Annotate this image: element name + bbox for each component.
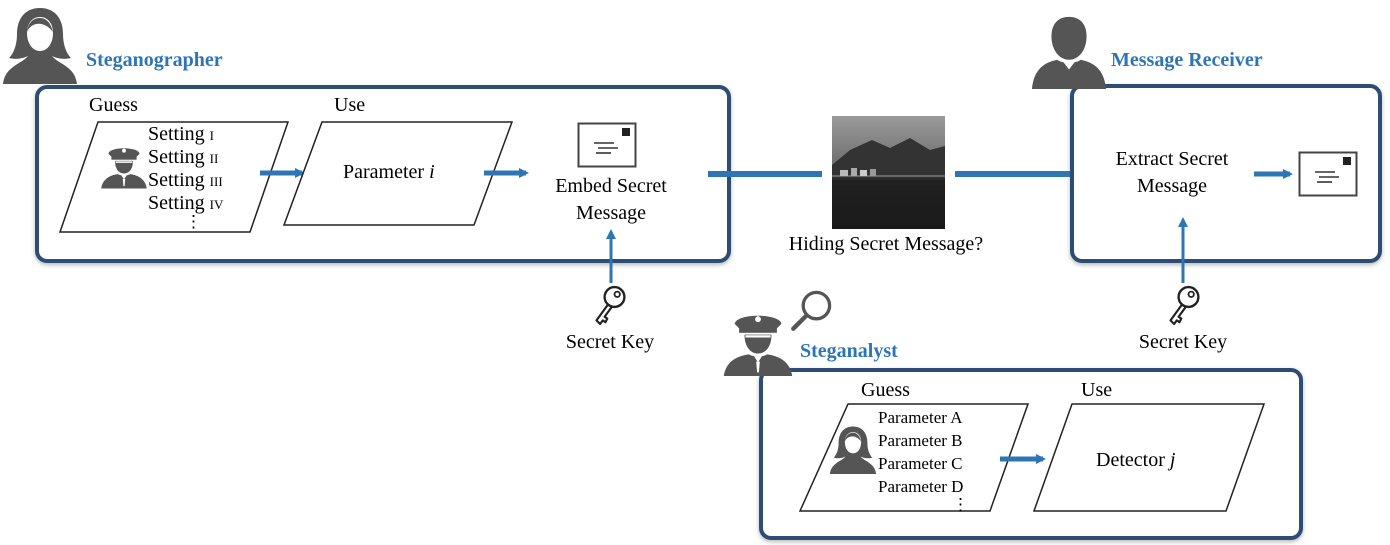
- parameter-item: Parameter A: [878, 408, 963, 427]
- use-box: [282, 121, 514, 226]
- envelope-icon: [577, 122, 637, 168]
- steganographer-panel: Steganographer Guess Setting I Setting I…: [3, 8, 731, 263]
- use-box: [1032, 403, 1266, 512]
- parameter-i-label: Parameter i: [343, 161, 435, 183]
- steganographer-avatar-icon: [3, 8, 77, 84]
- parameter-item: Parameter B: [878, 431, 963, 450]
- parameter-ellipsis: ⋮: [952, 495, 969, 514]
- parameter-item: Parameter D: [878, 477, 963, 496]
- parameter-item: Parameter C: [878, 454, 963, 473]
- extract-line2: Message: [1137, 175, 1207, 197]
- key-icon: [595, 285, 626, 326]
- steganographer-title: Steganographer: [86, 49, 223, 71]
- setting-item: Setting III: [148, 169, 223, 191]
- setting-ellipsis: ⋮: [185, 212, 202, 231]
- secret-key-left-label: Secret Key: [566, 331, 654, 353]
- envelope-icon: [1298, 151, 1358, 197]
- cover-image: [832, 116, 945, 229]
- use-label: Use: [1081, 379, 1112, 401]
- setting-item: Setting IV: [148, 192, 224, 214]
- receiver-avatar-icon: [1031, 16, 1107, 90]
- receiver-title: Message Receiver: [1111, 49, 1263, 71]
- key-icon: [1169, 285, 1200, 326]
- setting-item: Setting II: [148, 146, 218, 168]
- setting-item: Setting I: [148, 123, 214, 145]
- embed-line2: Message: [576, 202, 646, 224]
- cover-image-caption: Hiding Secret Message?: [789, 233, 984, 255]
- steganalyst-title: Steganalyst: [800, 340, 898, 362]
- guess-label: Guess: [861, 379, 910, 401]
- steganalyst-avatar-icon: [722, 314, 794, 378]
- guess-label: Guess: [89, 94, 138, 116]
- secret-key-right-label: Secret Key: [1139, 331, 1227, 353]
- extract-line1: Extract Secret: [1116, 148, 1229, 170]
- embed-line1: Embed Secret: [555, 175, 667, 197]
- detector-j-label: Detector j: [1096, 449, 1176, 471]
- receiver-panel: Message Receiver Extract Secret Message: [1031, 16, 1382, 263]
- steganalyst-panel: Steganalyst Guess Parameter A Parameter …: [722, 292, 1303, 540]
- use-label: Use: [334, 94, 365, 116]
- magnifier-icon: [793, 292, 829, 328]
